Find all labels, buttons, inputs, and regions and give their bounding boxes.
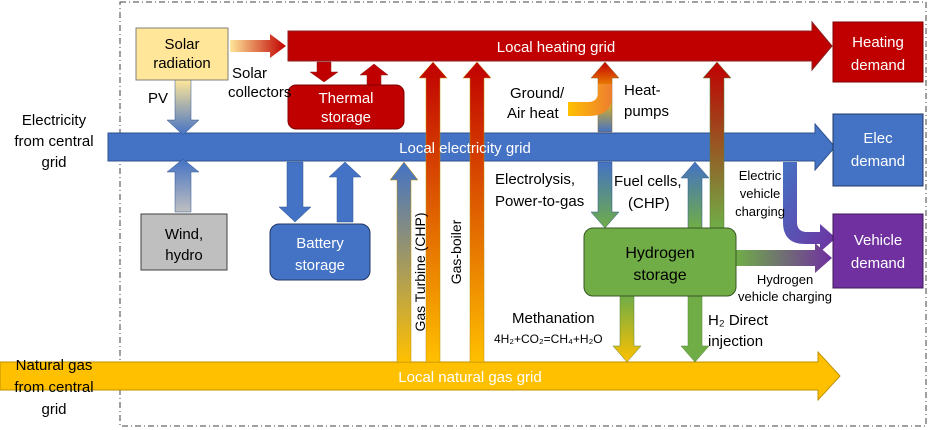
- battery-storage-label-1: Battery: [296, 235, 344, 252]
- ev-charging-label-2: vehicle: [740, 186, 780, 201]
- wind-hydro-label-1: Wind,: [165, 226, 203, 243]
- fuel-cells-label-1: Fuel cells,: [614, 173, 682, 190]
- elec-to-battery-arrow: [278, 161, 312, 223]
- battery-storage-box: [269, 223, 371, 281]
- solar-collectors-label-2: collectors: [228, 84, 291, 101]
- elec-demand-box: [832, 113, 924, 187]
- thermal-storage-box: [287, 84, 405, 130]
- solar-collectors-label-1: Solar: [232, 65, 267, 82]
- elec-demand-label-1: Elec: [863, 130, 893, 147]
- solar-radiation-label-2: radiation: [153, 55, 211, 72]
- gas-turbine-label: Gas Turbine (CHP): [412, 212, 428, 331]
- electricity-grid-label: Local electricity grid: [399, 140, 531, 157]
- hydrogen-storage-label-1: Hydrogen: [625, 245, 694, 262]
- gas-turbine-elec-arrow: [389, 161, 419, 363]
- heat-to-thermal-arrow: [309, 61, 339, 83]
- gas-source-label-2: from central: [14, 379, 93, 396]
- heating-demand-label-1: Heating: [852, 34, 904, 51]
- h2-vehicle-charging-arrow: [736, 243, 832, 273]
- h2-direct-injection-arrow: [680, 295, 710, 363]
- heating-demand-label-2: demand: [851, 57, 905, 74]
- heating-demand-box: [832, 21, 924, 83]
- heat-pumps-label-1: Heat-: [624, 82, 661, 99]
- electrolysis-label-2: Power-to-gas: [495, 193, 584, 210]
- gas-turbine-heat-arrow: [418, 61, 448, 363]
- elec-source-label-2: from central: [14, 133, 93, 150]
- ground-air-heat-arrow: [568, 84, 612, 116]
- pv-label: PV: [148, 90, 168, 107]
- fuel-cells-label-2: (CHP): [628, 195, 670, 212]
- thermal-to-heat-arrow: [359, 63, 389, 86]
- elec-demand-label-2: demand: [851, 153, 905, 170]
- gas-grid-label: Local natural gas grid: [398, 369, 541, 386]
- methanation-arrow: [612, 295, 642, 363]
- heating-grid-label: Local heating grid: [497, 39, 615, 56]
- ev-charging-label-3: charging: [735, 204, 785, 219]
- h2-charging-label-2: vehicle charging: [738, 289, 832, 304]
- vehicle-demand-box: [832, 213, 924, 289]
- hydrogen-storage-box: [583, 227, 737, 297]
- methanation-label: Methanation: [512, 310, 595, 327]
- ev-charging-arrow: [783, 162, 836, 252]
- gas-boiler-label: Gas-boiler: [448, 219, 464, 284]
- local-natural-gas-grid-arrow: [0, 350, 841, 402]
- fuel-cells-heat-arrow: [702, 61, 732, 229]
- wind-hydro-label-2: hydro: [165, 247, 203, 264]
- wind-arrow: [166, 158, 200, 213]
- solar-radiation-label-1: Solar: [164, 36, 199, 53]
- thermal-storage-label-1: Thermal: [318, 90, 373, 107]
- heat-pumps-label-2: pumps: [624, 103, 669, 120]
- hydrogen-storage-label-2: storage: [633, 267, 686, 284]
- ground-air-label-1: Ground/: [510, 85, 565, 102]
- wind-hydro-box: [140, 213, 228, 271]
- solar-radiation-box: [135, 27, 229, 81]
- electrolysis-label-1: Electrolysis,: [495, 171, 575, 188]
- ground-air-label-2: Air heat: [507, 105, 560, 122]
- gas-source-label-3: grid: [41, 401, 66, 418]
- pv-arrow: [166, 79, 200, 136]
- elec-source-label-3: grid: [41, 154, 66, 171]
- electrolysis-arrow: [590, 161, 620, 229]
- local-heating-grid-arrow: [287, 20, 833, 72]
- battery-to-elec-arrow: [328, 161, 362, 223]
- h2-direct-label-2: injection: [708, 333, 763, 350]
- vehicle-demand-label-2: demand: [851, 255, 905, 272]
- system-boundary: [119, 1, 927, 427]
- ev-charging-label-1: Electric: [739, 168, 782, 183]
- thermal-storage-label-2: storage: [321, 109, 371, 126]
- gas-source-label-1: Natural gas: [16, 357, 93, 374]
- gas-boiler-arrow: [462, 61, 492, 363]
- h2-charging-label-1: Hydrogen: [757, 272, 813, 287]
- elec-source-label-1: Electricity: [22, 112, 87, 129]
- fuel-cells-elec-arrow: [680, 161, 710, 229]
- solar-collectors-arrow: [230, 34, 286, 58]
- vehicle-demand-label-1: Vehicle: [854, 232, 902, 249]
- battery-storage-label-2: storage: [295, 257, 345, 274]
- methanation-formula: 4H₂+CO₂=CH₄+H₂O: [494, 332, 603, 346]
- h2-direct-label-1: H₂ Direct: [708, 312, 769, 329]
